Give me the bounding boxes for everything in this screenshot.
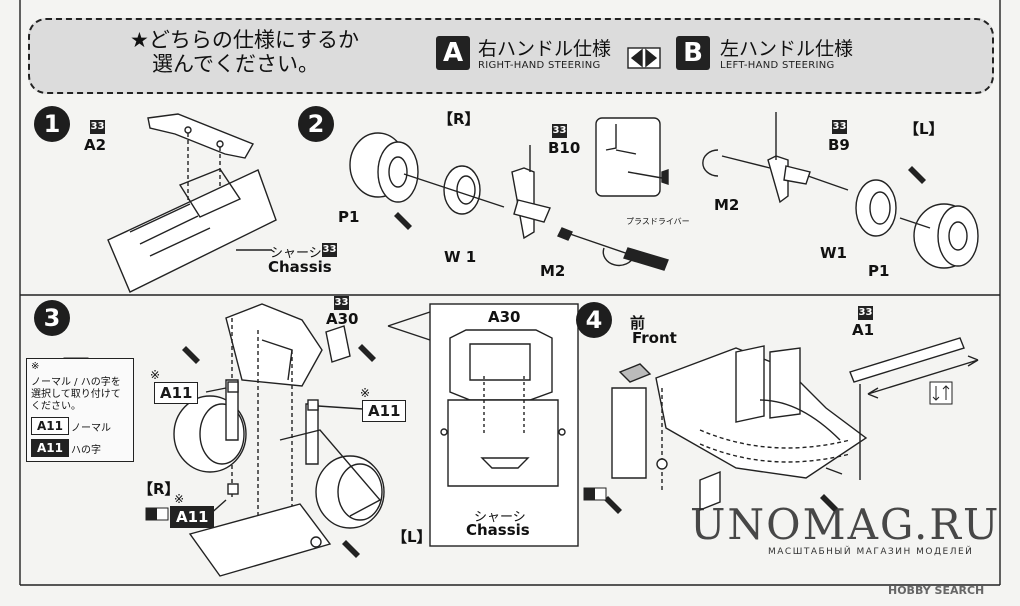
step2-m2-r: M2 [540,262,566,280]
step2-left-label: 【L】 [904,120,944,138]
step2-m2-l: M2 [714,196,740,214]
step3-tag: 33 [334,296,349,310]
glue-mark-icons [182,166,926,558]
steering-choice-banner: ★どちらの仕様にするか 選んでください。 A 右ハンドル仕様 RIGHT-HAN… [28,18,994,94]
step1-chassis-tag: 33 [322,243,337,257]
step2-screwdriver: プラスドライバー [626,217,690,226]
option-b-jp: 左ハンドル仕様 [720,38,854,60]
step4-front-jp: 前 [630,314,646,332]
a11-bottom: A11 [170,506,215,528]
step4-tag: 33 [858,306,873,320]
a11-bottom-mark: ※ [174,492,185,506]
step2-tag-l: 33 [832,120,847,134]
step1-chassis-en: Chassis [268,258,332,276]
step-4-number: 4 [576,302,612,338]
step2-tag-r: 33 [552,124,567,138]
step2-part-b9: B9 [828,136,850,154]
note-mark: ※ [31,361,40,372]
step4-part-a1: A1 [852,321,875,339]
step2-w1-l: W1 [820,244,847,262]
a11-left: A11 [154,382,199,404]
step2-p1-l: P1 [868,262,890,280]
banner-line2: 選んでください。 [152,52,319,76]
up-down-icon [929,381,953,405]
step2-w1-r: W 1 [444,248,477,266]
a11-right: A11 [362,400,407,422]
step3-l-label: 【L】 [392,528,432,546]
part-a2-shape [147,113,255,159]
hobby-search-credit: HOBBY SEARCH [888,584,985,597]
step1-part-tag: 33 [90,120,105,134]
option-a-jp: 右ハンドル仕様 [478,38,612,60]
option-note-box: ※ ノーマル / ハの字を選択して取り付けてください。 A11 ノーマル A11… [26,358,134,462]
option-a-en: RIGHT-HAND STEERING [478,60,601,71]
inset-chassis-jp: シャーシ [474,510,526,525]
step3-part-a30: A30 [326,310,359,328]
step2-p1-r: P1 [338,208,360,226]
step-3-number: 3 [34,300,70,336]
swap-icon [627,47,661,69]
step3-r-label: 【R】 [138,480,180,498]
watermark-sub: МАСШТАБНЫЙ МАГАЗИН МОДЕЛЕЙ [768,547,974,557]
step1-chassis-jp: シャーシ [270,246,322,261]
inset-part-a30: A30 [488,308,521,326]
step2-part-b10: B10 [548,139,581,157]
a11-right-mark: ※ [360,386,371,400]
note-text: ノーマル / ハの字を選択して取り付けてください。 [31,377,121,412]
banner-line1: ★どちらの仕様にするか [130,28,360,52]
note-opt2-part: A11 [31,439,69,457]
option-a-badge: A [436,36,470,70]
step-1-number: 1 [34,106,70,142]
chassis-shape [107,169,277,293]
banner-instruction: ★どちらの仕様にするか 選んでください。 [130,28,359,76]
step4-front-en: Front [632,329,677,347]
step-2-number: 2 [298,106,334,142]
note-opt1-part: A11 [31,417,69,435]
option-b-en: LEFT-HAND STEERING [720,60,835,71]
step1-part-a2: A2 [84,136,107,154]
step2-right-label: 【R】 [438,110,480,128]
option-b-badge: B [676,36,710,70]
a11-left-mark: ※ [150,368,161,382]
note-opt2-text: ハの字 [71,445,101,456]
note-opt1-text: ノーマル [71,423,111,434]
watermark-logo: UNOMAG.RU [690,500,1001,549]
inset-chassis-en: Chassis [466,521,530,539]
